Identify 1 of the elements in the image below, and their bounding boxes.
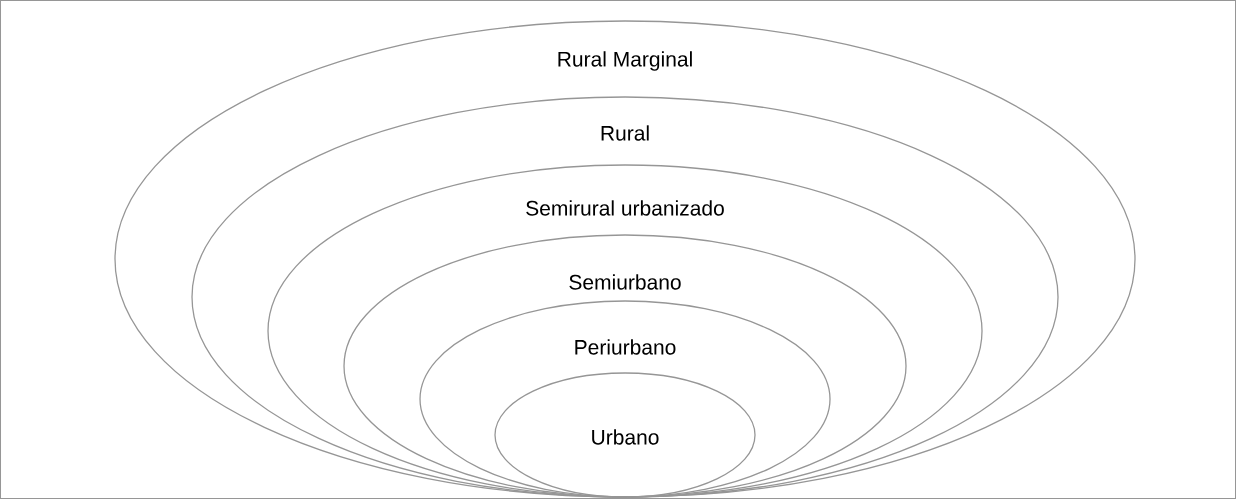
ellipse-band: Urbano [494, 372, 756, 498]
